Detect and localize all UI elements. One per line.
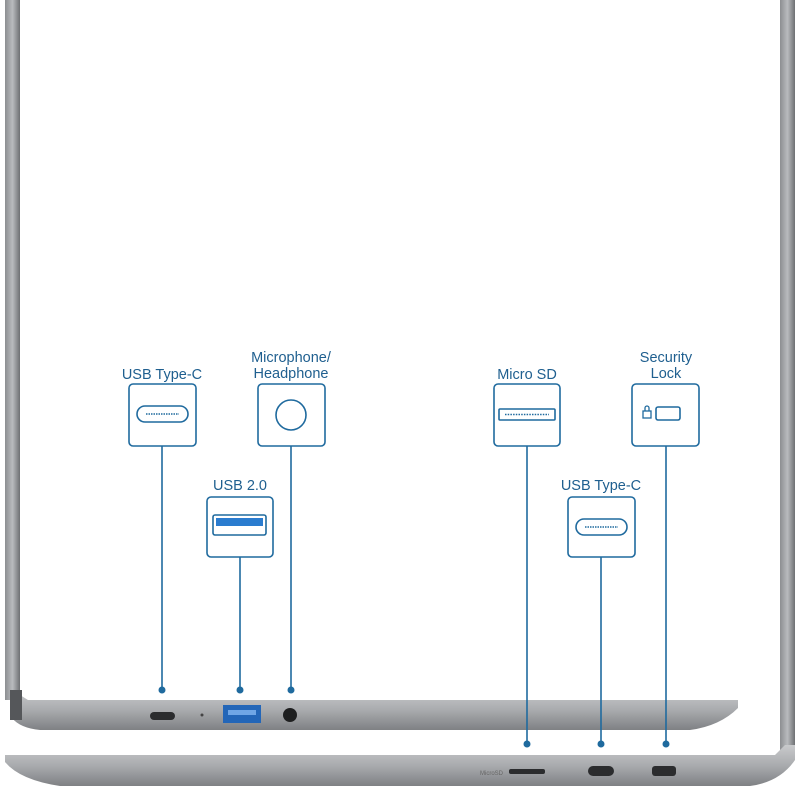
sd-slot-icon	[498, 408, 556, 421]
label-usb-2: USB 2.0	[213, 478, 267, 494]
usb-c-port-right	[588, 766, 614, 776]
label-micro-sd: Micro SD	[497, 367, 557, 383]
audio-jack-icon	[275, 399, 307, 431]
callout-mic-headphone: Microphone/ Headphone	[251, 350, 332, 447]
callout-micro-sd: Micro SD	[493, 367, 561, 447]
label-security-line1: Security	[640, 350, 693, 366]
label-usb-c-right: USB Type-C	[561, 478, 641, 494]
usb-c-port-icon	[575, 518, 628, 536]
label-usb-c-left: USB Type-C	[122, 367, 202, 383]
lock-slot-icon	[642, 405, 681, 421]
security-lock-slot	[652, 766, 676, 776]
callout-security-lock: Security Lock	[631, 350, 700, 447]
label-mic-line2: Headphone	[254, 366, 329, 382]
callout-usb-c-left: USB Type-C	[122, 367, 202, 447]
usb-c-port-icon	[136, 405, 189, 423]
audio-jack-port	[283, 708, 297, 722]
callout-usb-2: USB 2.0	[206, 478, 274, 558]
laptop-left-side	[10, 690, 738, 730]
label-security-line2: Lock	[651, 366, 682, 382]
callout-usb-c-right: USB Type-C	[561, 478, 641, 558]
microsd-marking: MicroSD	[480, 771, 504, 777]
usb-c-port-left	[150, 712, 175, 720]
label-mic-line1: Microphone/	[251, 350, 332, 366]
laptop-right-side: MicroSD	[5, 745, 795, 786]
left-screen-lid	[5, 0, 20, 700]
right-screen-lid	[780, 0, 795, 752]
usb-a-port-icon	[212, 514, 267, 536]
micro-sd-slot	[509, 769, 545, 774]
